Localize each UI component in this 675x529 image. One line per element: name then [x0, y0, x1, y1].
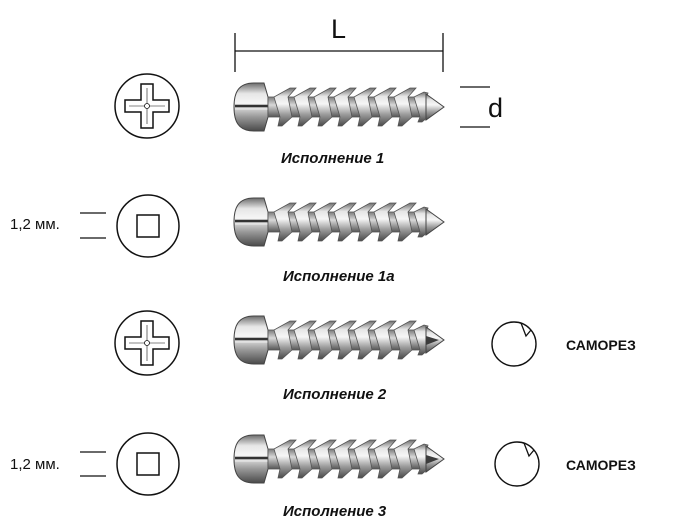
- variant-caption: Исполнение 2: [283, 386, 387, 403]
- self-tapping-section-icon: [491, 321, 537, 367]
- variant-caption: Исполнение 1: [281, 150, 385, 167]
- variant-caption: Исполнение 1а: [283, 268, 395, 285]
- screw-variant-1: [232, 81, 446, 133]
- length-label: L: [331, 14, 347, 44]
- length-dimension: [234, 33, 444, 72]
- diameter-label: d: [488, 93, 504, 123]
- self-tapping-label: САМОРЕЗ: [566, 457, 636, 473]
- slot-size-dimension: [80, 451, 106, 477]
- self-tapping-label: САМОРЕЗ: [566, 337, 636, 353]
- cross-slot-head-icon: [114, 310, 180, 376]
- screw-variant-2: [232, 314, 446, 366]
- slot-size-label: 1,2 мм.: [10, 216, 60, 233]
- self-tapping-section-icon: [494, 441, 540, 487]
- variant-caption: Исполнение 3: [283, 503, 387, 520]
- screw-variant-3: [232, 433, 446, 485]
- square-slot-head-icon: [116, 194, 180, 258]
- slot-size-dimension: [80, 212, 106, 239]
- diameter-dimension: [460, 86, 490, 128]
- screw-variant-1a: [232, 196, 446, 248]
- cross-slot-head-icon: [114, 73, 180, 139]
- square-slot-head-icon: [116, 432, 180, 496]
- slot-size-label: 1,2 мм.: [10, 456, 60, 473]
